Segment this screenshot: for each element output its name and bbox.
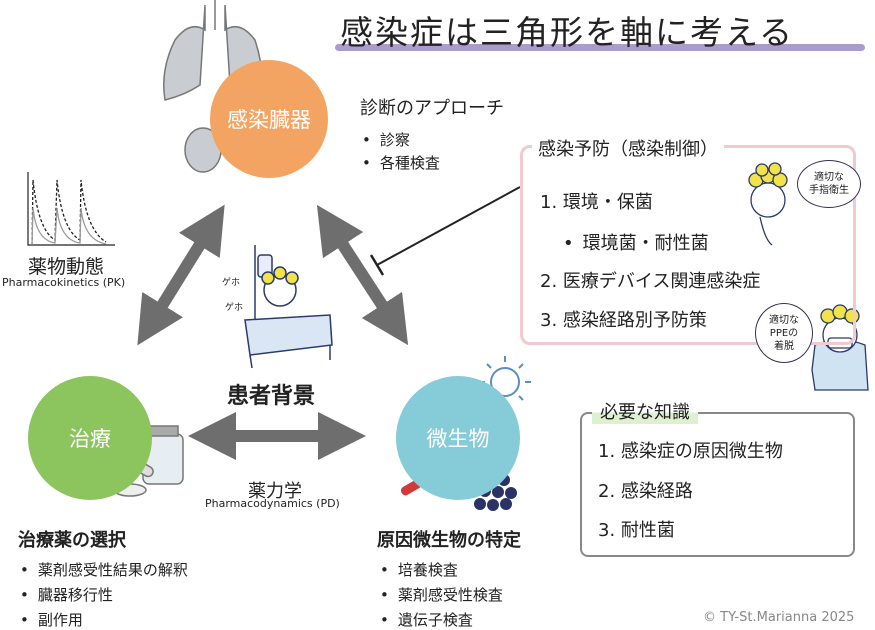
bubble-text: PPEの [769,327,799,339]
bubble-text: 適切な [814,172,844,183]
diagnosis-heading: 診断のアプローチ [360,98,504,119]
node-label: 感染臓器 [227,108,311,132]
arrow-organ-treatment [137,204,225,346]
knowledge-item: 2. 感染経路 [598,481,693,502]
microbe-bullet: 培養検査 [380,559,458,580]
bubble-text: 手指衛生 [809,185,849,196]
prevention-item: 3. 感染経路別予防策 [540,310,707,331]
pk-sublabel: Pharmacokinetics (PK) [2,276,126,289]
title-underline [335,44,865,51]
bubble-text: 適切な [769,314,799,326]
bubble-text: 着脱 [774,340,794,352]
copyright: © TY-St.Marianna 2025 [703,610,855,625]
pd-sublabel: Pharmacodynamics (PD) [205,497,340,510]
patient-in-bed-illustration [244,245,333,369]
pk-graph-icon [27,172,115,246]
prevention-item: 2. 医療デバイス関連感染症 [540,271,761,292]
knowledge-item: 3. 耐性菌 [598,520,675,541]
inhibition-bar [369,254,385,276]
node-label: 微生物 [426,427,490,451]
node-treatment: 治療 [28,376,152,500]
knowledge-heading: 必要な知識 [592,398,698,424]
microbe-heading: 原因微生物の特定 [377,530,521,551]
node-microbe: 微生物 [396,376,520,500]
prevention-subitem: 環境菌・耐性菌 [563,229,709,255]
knowledge-box [580,412,855,557]
pd-label: 薬力学 [248,481,302,502]
diagnosis-bullet: 診察 [362,129,410,150]
prevention-heading: 感染予防（感染制御） [532,135,724,161]
pk-label: 薬物動態 [28,256,105,278]
inhibition-line [376,186,521,266]
arrow-organ-microbe [316,204,409,346]
speech-bubble-ppe: 適切な PPEの 着脱 [755,303,813,363]
page-title: 感染症は三角形を軸に考える [340,13,795,52]
treatment-bullet: 薬剤感受性結果の解釈 [20,559,188,580]
microbe-bullet: 薬剤感受性検査 [380,584,503,605]
cough-sound: ゲホ [225,303,244,313]
microbe-bullet: 遺伝子検査 [380,609,473,630]
prevention-item: 1. 環境・保菌 [540,192,653,213]
cough-sound: ゲホ [222,278,241,288]
patient-background-label: 患者背景 [227,384,316,409]
diagnosis-bullet: 各種検査 [362,152,440,173]
node-infected-organ: 感染臓器 [210,60,328,178]
treatment-bullet: 臓器移行性 [20,584,113,605]
treatment-bullet: 副作用 [20,609,83,630]
speech-bubble-hand-hygiene: 適切な 手指衛生 [797,160,861,208]
knowledge-item: 1. 感染症の原因微生物 [598,441,783,462]
handwashing-character [748,162,788,246]
treatment-heading: 治療薬の選択 [18,530,126,551]
node-label: 治療 [69,427,111,451]
